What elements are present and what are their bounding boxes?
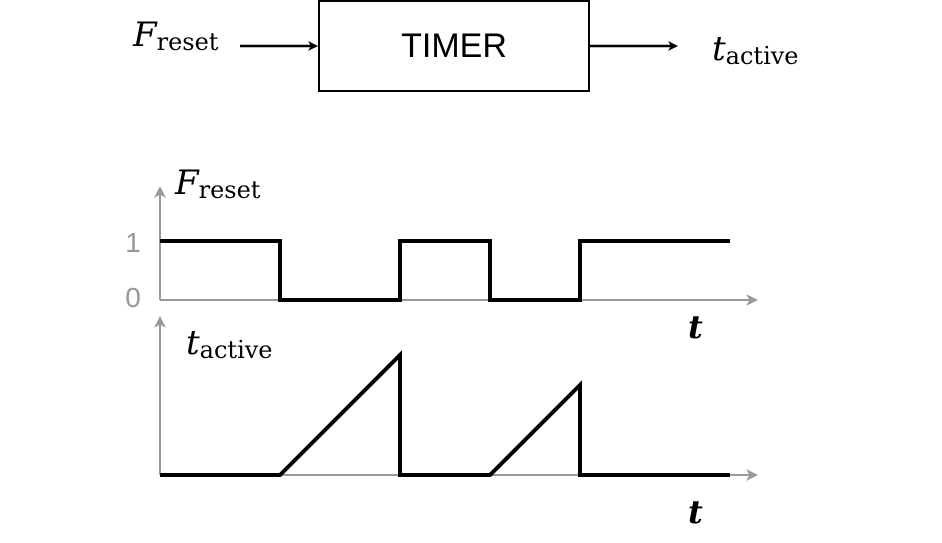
- block-diagram: Freset TIMER tactive: [132, 0, 799, 92]
- f-reset-signal: [160, 239, 730, 302]
- f-reset-y-label: Freset: [174, 163, 261, 204]
- timer-label: TIMER: [401, 27, 507, 65]
- t-active-x-label: t: [688, 493, 703, 531]
- timer-box: [318, 0, 590, 92]
- plot-f-reset: Freset 1 0 t: [125, 163, 758, 346]
- t-active-y-label: tactive: [186, 323, 273, 364]
- f-reset-x-label: t: [688, 308, 703, 346]
- t-active-signal: [160, 350, 730, 477]
- input-label: Freset: [132, 15, 219, 56]
- tick-label-1: 1: [125, 227, 141, 258]
- tick-label-0: 0: [125, 282, 141, 313]
- plot-t-active: tactive t: [154, 316, 758, 531]
- output-label: tactive: [712, 29, 799, 70]
